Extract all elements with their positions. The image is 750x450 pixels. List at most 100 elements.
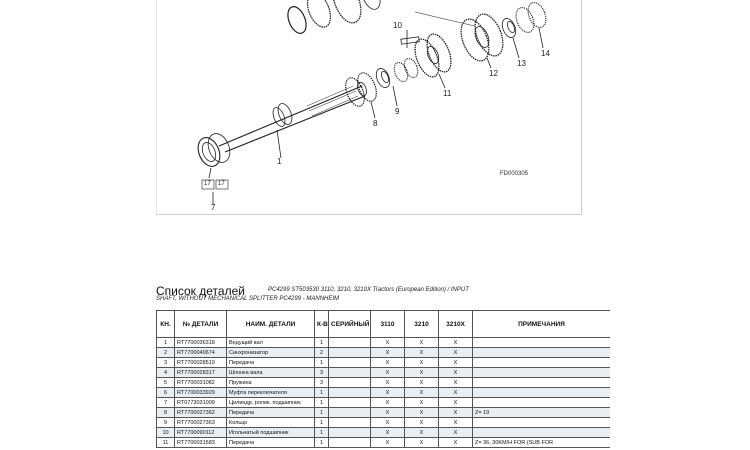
cell-fits-3110: X — [370, 407, 405, 418]
figure-code: FD000305 — [500, 171, 529, 177]
cell-notes — [472, 377, 610, 388]
parts-list-title: Список деталей — [156, 284, 245, 298]
diagram-drawing — [197, 0, 547, 205]
cell-quantity: 1 — [314, 337, 329, 348]
cell-part-name: Передача — [226, 437, 315, 448]
cell-fits-3210: X — [404, 357, 439, 368]
cell-notes — [472, 337, 610, 348]
cell-fits-3210x: X — [438, 337, 473, 348]
cell-part-number: RT7700033929 — [174, 387, 227, 398]
cell-fits-3210: X — [404, 417, 439, 428]
cell-quantity: 3 — [314, 367, 329, 378]
column-header-3210x: 3210X — [438, 310, 473, 338]
table-header-row: КН. № ДЕТАЛИ НАИМ. ДЕТАЛИ К-ВО СЕРИЙНЫЙ … — [156, 310, 610, 338]
cell-row-number: 7 — [156, 397, 175, 408]
cell-row-number: 6 — [156, 387, 175, 398]
cell-fits-3210: X — [404, 437, 439, 448]
cell-fits-3210x: X — [438, 397, 473, 408]
cell-notes — [472, 357, 610, 368]
column-header-3210: 3210 — [404, 310, 439, 338]
cell-row-number: 1 — [156, 337, 175, 348]
cell-row-number: 4 — [156, 367, 175, 378]
cell-row-number: 8 — [156, 407, 175, 418]
cell-fits-3210: X — [404, 367, 439, 378]
cell-part-number: RT7700027362 — [174, 407, 227, 418]
part-number-label: 9 — [395, 107, 400, 116]
cell-row-number: 11 — [156, 437, 175, 448]
cell-fits-3110: X — [370, 377, 405, 388]
cell-part-name: Ведущий вал — [226, 337, 315, 348]
cell-quantity: 3 — [314, 377, 329, 388]
cell-part-name: Передача — [226, 407, 315, 418]
part-number-label: 1 — [277, 157, 282, 166]
parts-list-subtitle: PC4299 ST503530 3110, 3210, 3210X Tracto… — [268, 287, 469, 293]
cell-part-number: RT7700031082 — [174, 377, 227, 388]
column-header-quantity: К-ВО — [314, 310, 329, 338]
cell-part-name: Шпонка вала — [226, 367, 315, 378]
cell-fits-3210: X — [404, 377, 439, 388]
cell-part-number: RT7700028519 — [174, 357, 227, 368]
column-header-serial: СЕРИЙНЫЙ № — [328, 310, 371, 338]
cell-fits-3110: X — [370, 397, 405, 408]
cell-fits-3210x: X — [438, 357, 473, 368]
cell-part-name: Игольчатый подшипник — [226, 427, 315, 438]
column-header-notes: ПРИМЕЧАНИЯ — [472, 310, 610, 338]
part-number-label: 11 — [443, 89, 452, 98]
cell-fits-3110: X — [370, 417, 405, 428]
cell-row-number: 10 — [156, 427, 175, 438]
column-header-number: КН. — [156, 310, 175, 338]
cell-part-name: Кольцо — [226, 417, 315, 428]
part-number-label: 8 — [373, 119, 378, 128]
cell-serial-number — [328, 367, 371, 378]
callout-box-label: 17 — [218, 181, 225, 187]
column-header-part-name: НАИМ. ДЕТАЛИ — [226, 310, 315, 338]
cell-part-name: Синхронизатор — [226, 347, 315, 358]
cell-notes: Z= 36, 30KM/H FOR (SUB FOR — [472, 437, 610, 448]
cell-serial-number — [328, 387, 371, 398]
cell-part-number: RT7700090112 — [174, 427, 227, 438]
cell-fits-3110: X — [370, 427, 405, 438]
cell-notes: Z= 19 — [472, 407, 610, 418]
cell-notes — [472, 427, 610, 438]
cell-part-number: RT0773031009 — [174, 397, 227, 408]
cell-quantity: 1 — [314, 357, 329, 368]
part-number-label: 10 — [393, 21, 402, 30]
part-number-label: 14 — [541, 49, 550, 58]
cell-serial-number — [328, 337, 371, 348]
cell-fits-3210x: X — [438, 387, 473, 398]
cell-fits-3210: X — [404, 407, 439, 418]
cell-serial-number — [328, 407, 371, 418]
parts-table: КН. № ДЕТАЛИ НАИМ. ДЕТАЛИ К-ВО СЕРИЙНЫЙ … — [156, 310, 610, 448]
cell-part-number: RT7700028317 — [174, 367, 227, 378]
cell-fits-3110: X — [370, 387, 405, 398]
part-number-label: 7 — [211, 203, 216, 212]
cell-notes — [472, 367, 610, 378]
cell-fits-3210: X — [404, 427, 439, 438]
cell-serial-number — [328, 437, 371, 448]
cell-fits-3210x: X — [438, 367, 473, 378]
cell-serial-number — [328, 347, 371, 358]
cell-fits-3210: X — [404, 337, 439, 348]
cell-quantity: 1 — [314, 407, 329, 418]
cell-part-name: Передача — [226, 357, 315, 368]
cell-part-number: RT7700027363 — [174, 417, 227, 428]
cell-part-name: Цилиндр. ролик. подшипник — [226, 397, 315, 408]
cell-part-name: Пружина — [226, 377, 315, 388]
cell-quantity: 1 — [314, 417, 329, 428]
cell-quantity: 1 — [314, 427, 329, 438]
cell-fits-3210: X — [404, 387, 439, 398]
cell-serial-number — [328, 427, 371, 438]
